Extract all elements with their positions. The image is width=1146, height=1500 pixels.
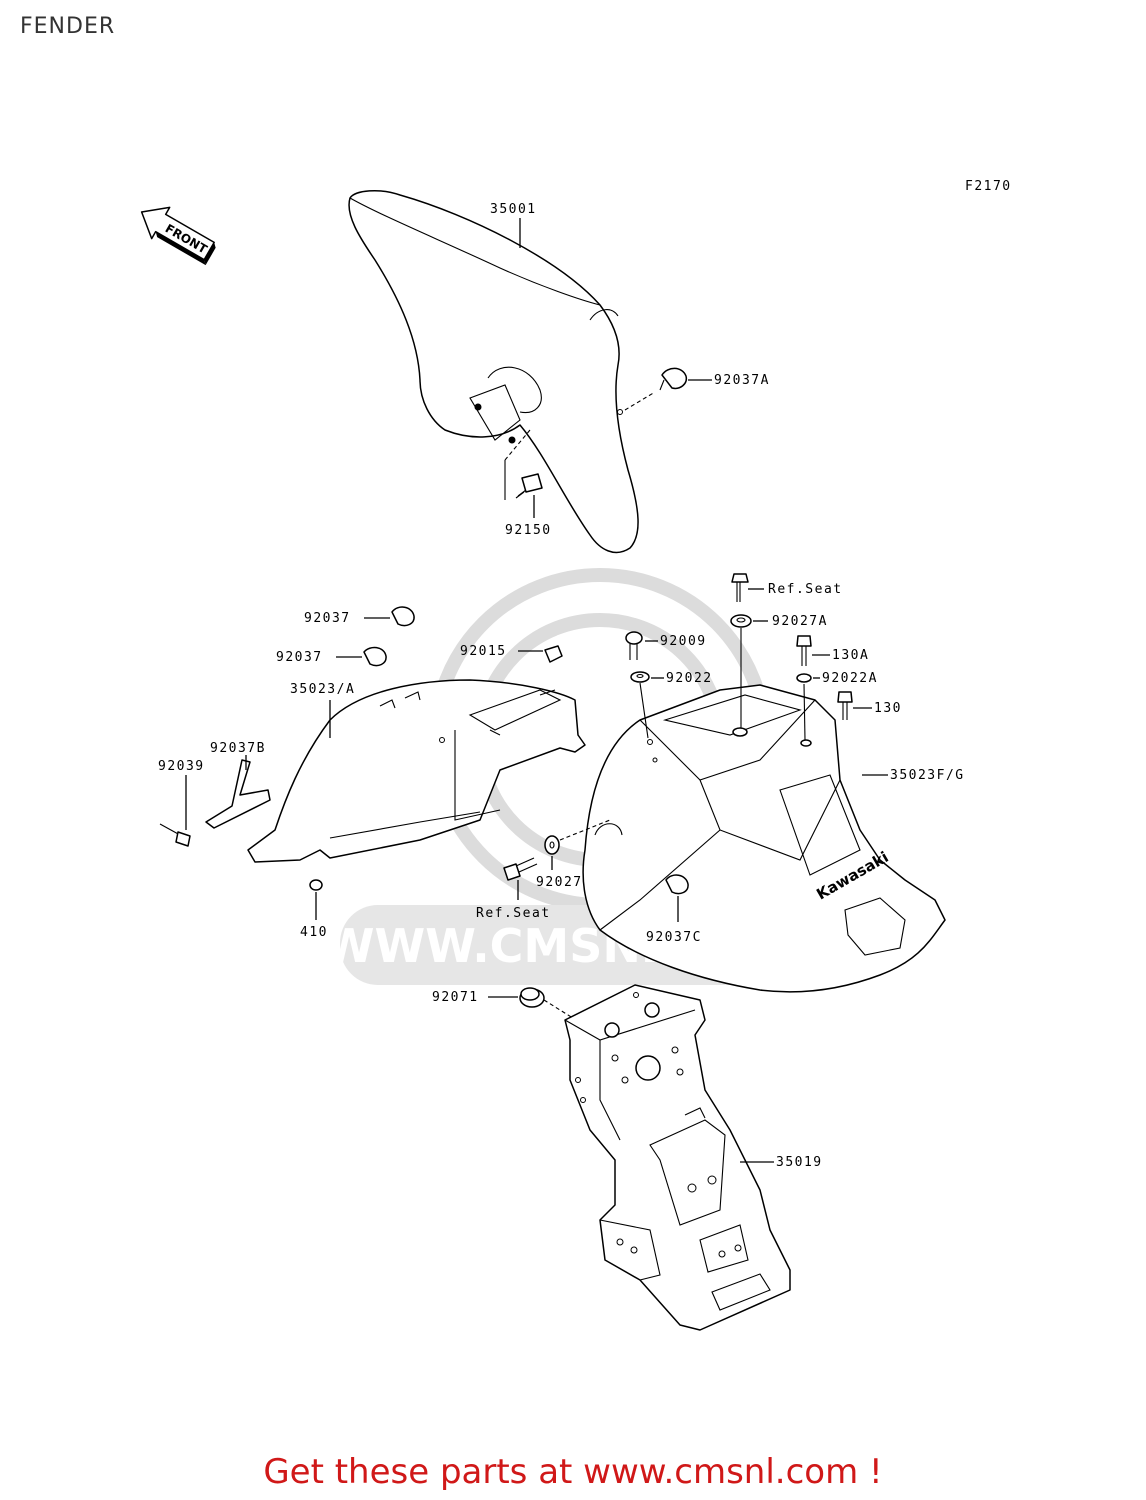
callout-92037b: 92037B	[210, 741, 266, 756]
clip-92015[interactable]	[544, 645, 563, 663]
callout-92022a: 92022A	[822, 671, 878, 686]
callout-92022: 92022	[666, 671, 713, 686]
callout-92009: 92009	[660, 634, 707, 649]
callout-92037-upper: 92037	[304, 611, 351, 626]
nut-410[interactable]	[309, 879, 323, 891]
callout-92015: 92015	[460, 644, 507, 659]
rivet-92039[interactable]	[159, 823, 191, 847]
callout-92039: 92039	[158, 759, 205, 774]
clamp-92037-lower[interactable]	[363, 646, 387, 667]
grommet-92071[interactable]	[519, 987, 545, 1008]
callout-35019: 35019	[776, 1155, 823, 1170]
page-title: FENDER	[20, 14, 116, 39]
rear-flap-35019[interactable]	[564, 984, 791, 1331]
clamp-92037-upper[interactable]	[391, 606, 415, 627]
promo-link[interactable]: Get these parts at www.cmsnl.com !	[263, 1452, 883, 1492]
bolt-ref-seat-bottom[interactable]	[503, 857, 538, 881]
collar-92027[interactable]	[544, 835, 560, 855]
bolt-130a[interactable]	[796, 635, 812, 666]
callout-35023a: 35023/A	[290, 682, 355, 697]
callout-92037-lower: 92037	[276, 650, 323, 665]
clamp-92037a[interactable]	[659, 367, 688, 391]
callout-35023fg: 35023F/G	[890, 768, 965, 783]
callout-ref-seat-bottom: Ref.Seat	[476, 906, 551, 921]
callout-92027a: 92027A	[772, 614, 828, 629]
callout-92027: 92027	[536, 875, 583, 890]
callout-92150: 92150	[505, 523, 552, 538]
callout-ref-seat-top: Ref.Seat	[768, 582, 843, 597]
callout-130: 130	[874, 701, 902, 716]
bolt-92150[interactable]	[515, 473, 543, 499]
washer-92022a[interactable]	[796, 673, 812, 683]
inner-fender-35023a[interactable]	[247, 679, 586, 863]
clamp-92037c[interactable]	[665, 874, 689, 895]
callout-92037c: 92037C	[646, 930, 702, 945]
bracket-92037b[interactable]	[205, 759, 271, 829]
callout-92071: 92071	[432, 990, 479, 1005]
front-arrow-icon: FRONT	[140, 206, 216, 266]
bolt-ref-seat-top[interactable]	[731, 573, 749, 602]
callout-130a: 130A	[832, 648, 869, 663]
callout-92037a: 92037A	[714, 373, 770, 388]
front-fender-35001[interactable]	[348, 190, 639, 554]
callout-35001: 35001	[490, 202, 537, 217]
rear-fender-35023fg[interactable]: Kawasaki	[582, 684, 946, 993]
screw-92009[interactable]	[625, 631, 643, 660]
washer-92022[interactable]	[630, 671, 650, 683]
bolt-130[interactable]	[837, 691, 853, 720]
callout-410: 410	[300, 925, 328, 940]
figure-code: F2170	[965, 179, 1012, 194]
collar-92027a[interactable]	[730, 614, 752, 628]
